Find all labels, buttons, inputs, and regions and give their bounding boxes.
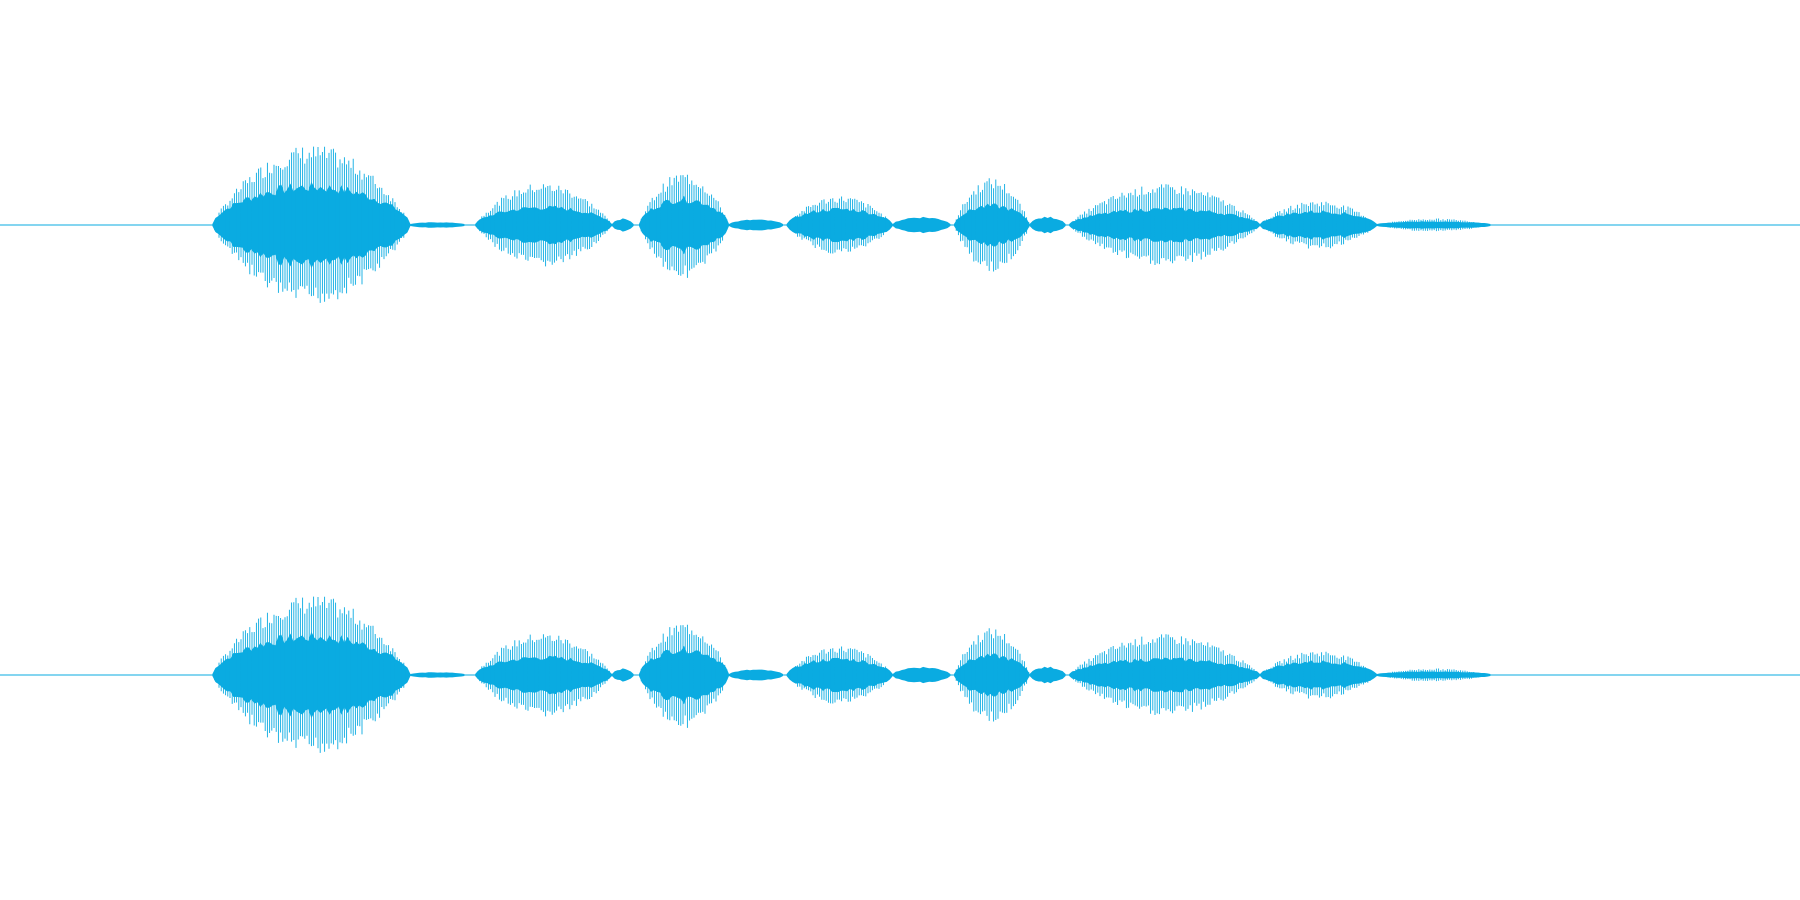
waveform-segment	[639, 624, 729, 728]
waveform-segment	[475, 184, 613, 267]
waveform-segment	[954, 178, 1030, 272]
waveform-spikes	[214, 596, 409, 753]
waveform-segment	[892, 216, 951, 234]
waveform-envelope	[410, 222, 465, 228]
waveform-envelope	[410, 672, 465, 678]
waveform-envelope	[639, 645, 729, 705]
waveform-spikes	[1070, 634, 1259, 715]
waveform-spikes	[1378, 218, 1490, 232]
waveform-segment	[410, 222, 465, 228]
waveform-spikes	[955, 178, 1030, 272]
waveform-segment	[475, 634, 613, 717]
waveform-segment	[1029, 216, 1066, 234]
waveform-segment	[729, 669, 783, 681]
waveform-spikes	[1261, 201, 1378, 249]
waveform-envelope	[1029, 666, 1066, 684]
waveform-segment	[1029, 666, 1066, 684]
waveform-spikes	[214, 146, 409, 303]
waveform-envelope	[612, 668, 634, 682]
waveform-segment	[212, 146, 411, 303]
waveform-spikes	[955, 628, 1030, 722]
waveform-spikes	[788, 646, 893, 704]
waveform-envelope	[1029, 216, 1066, 234]
waveform-segment	[1069, 634, 1260, 715]
waveform-spikes	[640, 174, 728, 278]
waveform-segment	[639, 174, 729, 278]
waveform-channel-1	[0, 146, 1800, 303]
waveform-segment	[786, 646, 893, 704]
waveform-envelope	[639, 195, 729, 255]
waveform-segment	[786, 196, 893, 254]
waveform-segment	[1260, 201, 1378, 249]
waveform-spikes	[788, 196, 893, 254]
waveform-envelope	[729, 669, 783, 681]
waveform-segment	[1377, 218, 1491, 232]
waveform-spikes	[1261, 651, 1378, 699]
waveform-segment	[612, 668, 634, 682]
waveform-segment	[729, 219, 783, 231]
waveform-spikes	[1070, 184, 1259, 265]
waveform-segment	[410, 672, 465, 678]
waveform-segment	[1069, 184, 1260, 265]
waveform-envelope	[729, 219, 783, 231]
waveform-spikes	[476, 184, 613, 267]
waveform-segment	[892, 666, 951, 684]
waveform-segment	[954, 628, 1030, 722]
waveform-spikes	[640, 624, 728, 728]
waveform-segment	[1260, 651, 1378, 699]
waveform-segment	[212, 596, 411, 753]
waveform-spikes	[476, 634, 613, 717]
waveform-spikes	[1378, 668, 1490, 682]
waveform-segment	[1377, 668, 1491, 682]
waveform-envelope	[612, 218, 634, 232]
waveform-envelope	[892, 666, 951, 684]
waveform-segment	[612, 218, 634, 232]
waveform-channel-2	[0, 596, 1800, 753]
waveform-envelope	[892, 216, 951, 234]
